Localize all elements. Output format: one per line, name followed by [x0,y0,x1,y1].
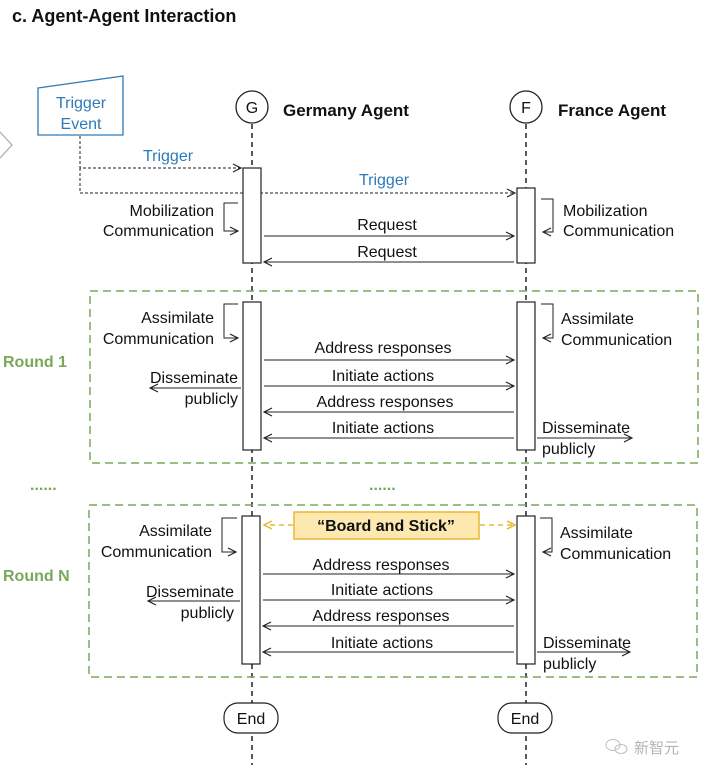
france-disseminate-line1-r1: Disseminate [542,420,630,437]
trigger-label-germany: Trigger [143,148,194,165]
ellipsis-middle: ...... [369,477,396,494]
message-label-r1-3: Address responses [317,394,454,411]
round-1: Round 1 Assimilate Communication Assimil… [3,290,699,464]
germany-activation-setup [242,167,262,264]
round-n: Round N “Board and Stick” Assimilate Com… [3,504,698,678]
germany-assimilate-loop-n [221,517,237,552]
france-assimilate-line2-rn: Communication [560,546,671,563]
germany-agent-name: Germany Agent [283,101,409,120]
germany-symbol: G [246,100,258,117]
france-disseminate-line1-rn: Disseminate [543,635,631,652]
board-and-stick-box [293,511,480,540]
trigger-event-line2: Event [61,116,102,133]
germany-disseminate-line1-rn: Disseminate [146,584,234,601]
germany-assimilate-line1-r1: Assimilate [141,310,214,327]
request-label-2: Request [357,244,417,261]
france-end-node: End [497,702,553,734]
germany-mobilization-loop [223,202,238,231]
germany-disseminate-line2-r1: publicly [185,391,238,408]
germany-activation-round-1 [242,301,262,451]
germany-end-node: End [223,702,279,734]
germany-disseminate-line1-r1: Disseminate [150,370,238,387]
france-assimilate-loop-1 [541,303,554,338]
trigger-event-line1: Trigger [56,95,107,112]
france-end-label: End [511,711,539,728]
france-disseminate-line2-r1: publicly [542,441,595,458]
germany-mobilization-line2: Communication [103,223,214,240]
germany-agent-header: G Germany Agent [235,90,409,124]
france-assimilate-loop-n [540,517,553,552]
message-label-rn-4: Initiate actions [331,635,433,652]
france-activation-setup [516,187,536,264]
trigger-event-box: Trigger Event [37,75,124,136]
round-1-label: Round 1 [3,354,67,371]
message-label-r1-4: Initiate actions [332,420,434,437]
germany-assimilate-line1-rn: Assimilate [139,523,212,540]
france-activation-round-n [516,515,536,665]
germany-end-label: End [237,711,265,728]
germany-assimilate-line2-rn: Communication [101,544,212,561]
germany-assimilate-loop-1 [223,303,238,338]
france-assimilate-line1-rn: Assimilate [560,525,633,542]
germany-assimilate-line2-r1: Communication [103,331,214,348]
message-label-rn-1: Address responses [313,557,450,574]
wechat-icon [605,739,628,754]
france-agent-name: France Agent [558,101,666,120]
message-label-r1-2: Initiate actions [332,368,434,385]
diagram-title: c. Agent-Agent Interaction [12,6,236,26]
round-n-label: Round N [3,568,70,585]
france-mobilization-line1: Mobilization [563,203,647,220]
france-disseminate-line2-rn: publicly [543,656,596,673]
ellipsis-left: ...... [30,477,57,494]
trigger-label-france: Trigger [359,172,410,189]
france-mobilization-line2: Communication [563,223,674,240]
watermark-text: 新智元 [634,739,679,757]
trigger-arrow-france [79,168,515,193]
france-activation-round-1 [516,301,536,451]
round-n-frame [88,504,698,678]
france-assimilate-line1-r1: Assimilate [561,311,634,328]
france-mobilization-loop [541,198,554,232]
germany-activation-round-n [241,515,261,665]
message-label-rn-2: Initiate actions [331,582,433,599]
board-and-stick-label: “Board and Stick” [317,518,455,535]
germany-mobilization-line1: Mobilization [130,203,214,220]
round-1-frame [89,290,699,464]
france-agent-header: F France Agent [509,90,666,124]
message-label-r1-1: Address responses [315,340,452,357]
request-label-1: Request [357,217,417,234]
france-symbol: F [521,100,531,117]
watermark: 新智元 [605,739,679,757]
france-assimilate-line2-r1: Communication [561,332,672,349]
germany-disseminate-line2-rn: publicly [181,605,234,622]
chevron-icon [0,131,13,159]
message-label-rn-3: Address responses [313,608,450,625]
